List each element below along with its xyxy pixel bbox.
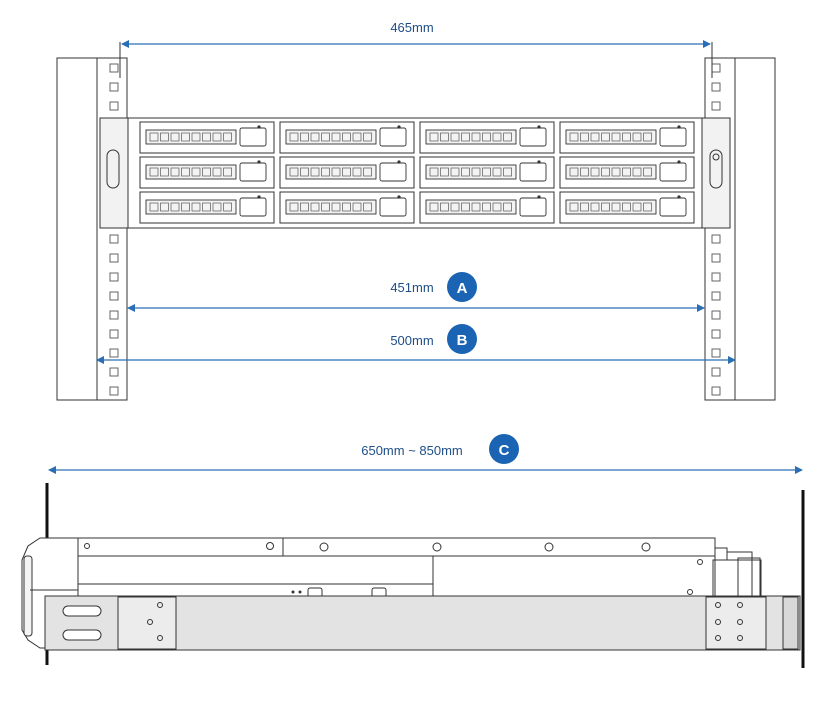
drive-bay[interactable] — [419, 191, 555, 224]
badge-c-label: C — [499, 442, 510, 459]
badge-b-label: B — [457, 332, 468, 349]
drive-bay[interactable] — [139, 156, 275, 189]
badge-b-icon — [447, 324, 477, 354]
drive-latch-icon — [519, 162, 547, 182]
left-rack-post — [56, 57, 128, 401]
left-ear-handle-icon — [106, 149, 120, 189]
drive-latch-icon — [379, 197, 407, 217]
dimension-a: 451mm A — [127, 272, 705, 312]
rack-hole — [711, 82, 721, 92]
drive-bay[interactable] — [559, 191, 695, 224]
rack-hole — [109, 253, 119, 263]
drive-latch-icon — [659, 162, 687, 182]
rack-hole — [711, 272, 721, 282]
rack-hole — [711, 386, 721, 396]
right-ear-handle-icon — [709, 149, 723, 189]
dimension-b-label: 500mm — [390, 333, 433, 348]
rack-hole — [109, 386, 119, 396]
drive-latch-icon — [519, 127, 547, 147]
rack-hole — [711, 234, 721, 244]
drive-bay[interactable] — [419, 156, 555, 189]
drive-latch-icon — [379, 162, 407, 182]
rack-hole — [109, 291, 119, 301]
dimension-b: 500mm B — [96, 324, 736, 364]
drive-latch-icon — [239, 127, 267, 147]
dimension-rack-width-label: 465mm — [390, 20, 433, 35]
drive-led-icon — [397, 195, 401, 199]
rack-hole — [109, 63, 119, 73]
rack-hole — [109, 310, 119, 320]
power-button-icon — [712, 153, 720, 161]
drive-led-icon — [677, 125, 681, 129]
drive-latch-icon — [519, 197, 547, 217]
rack-hole — [711, 291, 721, 301]
drive-led-icon — [397, 125, 401, 129]
drive-led-icon — [677, 160, 681, 164]
rack-hole — [109, 367, 119, 377]
front-view: 465mm 451mm A 500mm B — [56, 20, 776, 401]
right-mounting-ear — [701, 117, 731, 229]
dimension-a-label: 451mm — [390, 280, 433, 295]
rack-hole — [711, 329, 721, 339]
drive-bay[interactable] — [279, 191, 415, 224]
drive-led-icon — [537, 195, 541, 199]
side-view: 650mm ~ 850mm C — [21, 434, 805, 668]
drive-led-icon — [537, 125, 541, 129]
outer-rail — [44, 589, 801, 651]
drive-led-icon — [257, 195, 261, 199]
right-rack-post — [704, 57, 776, 401]
rail-slot-icon — [62, 629, 102, 641]
drive-led-icon — [677, 195, 681, 199]
rack-hole — [711, 101, 721, 111]
rack-hole — [109, 234, 119, 244]
drive-led-icon — [257, 160, 261, 164]
drive-led-icon — [537, 160, 541, 164]
drive-led-icon — [397, 160, 401, 164]
drive-latch-icon — [659, 197, 687, 217]
rack-hole — [109, 101, 119, 111]
rack-hole — [711, 310, 721, 320]
nas-chassis — [99, 117, 731, 229]
drive-latch-icon — [239, 162, 267, 182]
drive-bay[interactable] — [559, 156, 695, 189]
dimension-rack-width: 465mm — [119, 20, 713, 78]
drive-bay[interactable] — [139, 121, 275, 154]
drive-latch-icon — [379, 127, 407, 147]
rear-latch — [712, 547, 762, 601]
dimension-c-label: 650mm ~ 850mm — [361, 443, 463, 458]
drive-bays — [139, 121, 695, 224]
dimension-c: 650mm ~ 850mm C — [48, 434, 803, 474]
rack-hole — [109, 272, 119, 282]
rack-hole — [711, 253, 721, 263]
drive-latch-icon — [239, 197, 267, 217]
inner-rail — [77, 537, 716, 599]
rack-hole — [109, 329, 119, 339]
rack-hole — [109, 82, 119, 92]
drive-bay[interactable] — [419, 121, 555, 154]
badge-a-label: A — [457, 280, 468, 297]
badge-a-icon — [447, 272, 477, 302]
badge-c-icon — [489, 434, 519, 464]
drive-bay[interactable] — [559, 121, 695, 154]
rail-slot-icon — [62, 605, 102, 617]
drive-latch-icon — [659, 127, 687, 147]
drive-led-icon — [257, 125, 261, 129]
left-mounting-ear — [99, 117, 129, 229]
drive-bay[interactable] — [139, 191, 275, 224]
drive-bay[interactable] — [279, 156, 415, 189]
drive-bay[interactable] — [279, 121, 415, 154]
rack-hole — [711, 367, 721, 377]
